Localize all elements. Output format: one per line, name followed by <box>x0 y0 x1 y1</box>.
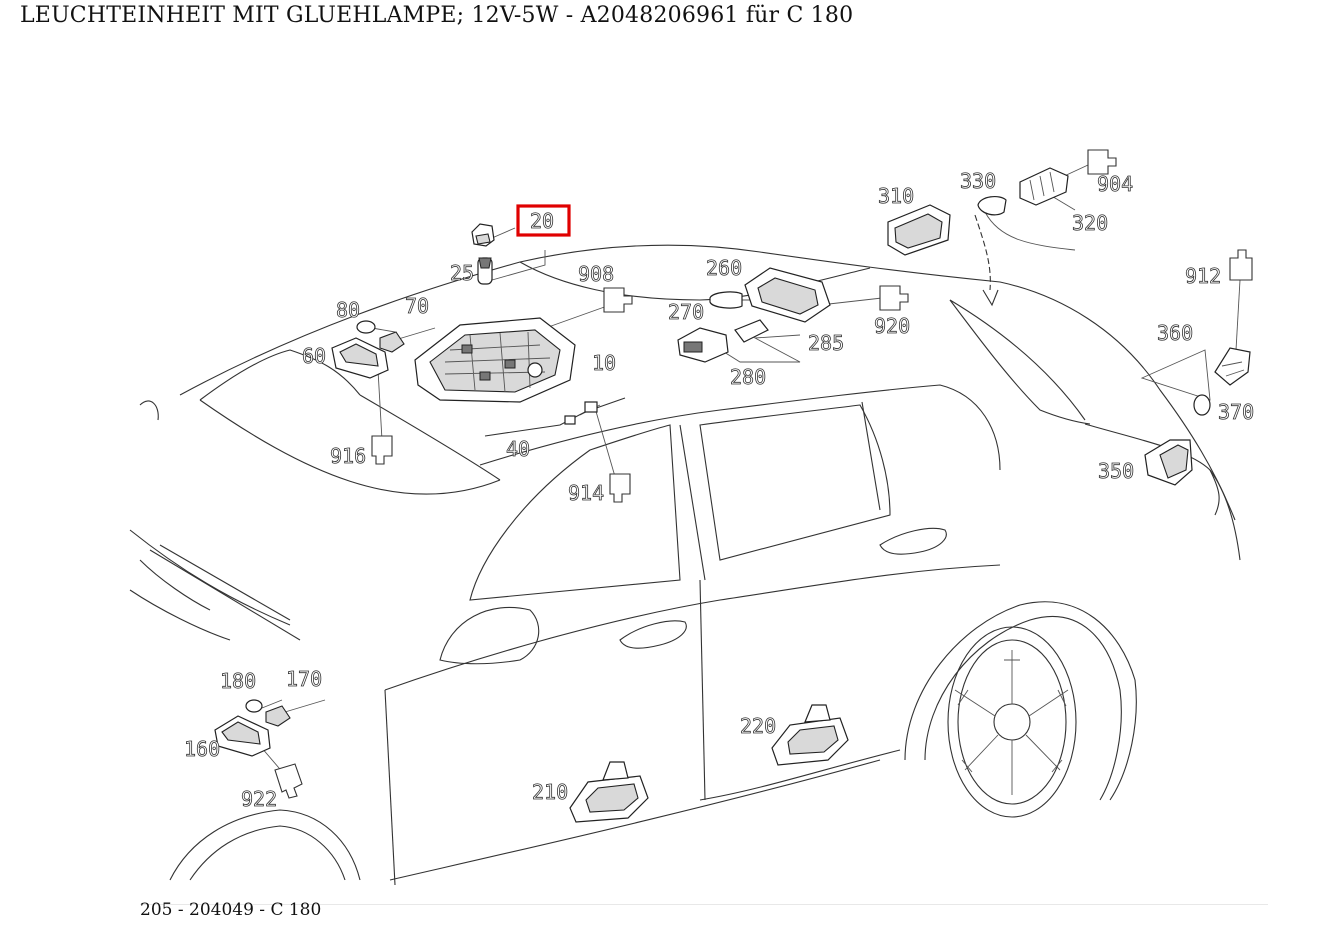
callout-310[interactable]: 310 <box>878 184 915 209</box>
callout-180[interactable]: 180 <box>220 669 257 694</box>
callout-labels: 20 25 80 70 60 908 10 916 40 914 260 270… <box>184 169 1255 812</box>
part-180-bulb-icon <box>245 699 263 713</box>
part-20-icon <box>471 223 495 247</box>
part-285-bulb-icon <box>734 319 769 343</box>
part-270-bulb-icon <box>709 291 743 309</box>
callout-914[interactable]: 914 <box>568 481 605 506</box>
connector-904-icon <box>1087 149 1117 175</box>
part-160-icon <box>214 715 271 757</box>
part-280-icon <box>677 327 729 363</box>
part-370-bulb-icon <box>1193 394 1211 416</box>
callout-920[interactable]: 920 <box>874 314 911 339</box>
part-350-icon <box>1144 439 1193 486</box>
connector-symbols <box>274 149 1253 799</box>
part-210-icon <box>569 761 649 823</box>
callout-20[interactable]: 20 <box>530 209 555 234</box>
callout-320[interactable]: 320 <box>1072 211 1109 236</box>
highlight-box <box>516 204 571 237</box>
connector-912-icon <box>1229 249 1253 281</box>
part-40-cable-icon <box>484 397 626 437</box>
callout-922[interactable]: 922 <box>241 787 278 812</box>
part-170-icon <box>265 705 291 727</box>
callout-170[interactable]: 170 <box>286 667 323 692</box>
callout-360[interactable]: 360 <box>1157 321 1194 346</box>
callout-70[interactable]: 70 <box>405 294 430 319</box>
part-320-icon <box>1019 167 1069 206</box>
part-260-icon <box>744 267 831 323</box>
callout-160[interactable]: 160 <box>184 737 221 762</box>
part-10-control-panel-icon <box>414 317 576 403</box>
part-220-icon <box>771 704 849 766</box>
callout-10[interactable]: 10 <box>592 351 617 376</box>
connector-920-icon <box>879 285 909 311</box>
callout-280[interactable]: 280 <box>730 365 767 390</box>
callout-25[interactable]: 25 <box>450 261 475 286</box>
connector-914-icon <box>609 473 631 503</box>
car-body-outline <box>129 244 1241 886</box>
callout-908[interactable]: 908 <box>578 262 615 287</box>
connector-916-icon <box>371 435 393 465</box>
callout-285[interactable]: 285 <box>808 331 845 356</box>
callout-330[interactable]: 330 <box>960 169 997 194</box>
callout-904[interactable]: 904 <box>1097 172 1134 197</box>
callout-60[interactable]: 60 <box>302 344 327 369</box>
part-330-bulb-icon <box>977 195 1007 216</box>
callout-270[interactable]: 270 <box>668 300 705 325</box>
part-360-icon <box>1214 347 1251 386</box>
callout-912[interactable]: 912 <box>1185 264 1222 289</box>
callout-370[interactable]: 370 <box>1218 400 1255 425</box>
part-25-bulb-icon <box>477 257 493 285</box>
footer-caption: 205 - 204049 - C 180 <box>140 900 322 920</box>
part-80-bulb-icon <box>356 320 376 334</box>
callout-350[interactable]: 350 <box>1098 459 1135 484</box>
page-title: LEUCHTEINHEIT MIT GLUEHLAMPE; 12V-5W - A… <box>20 3 854 28</box>
callout-220[interactable]: 220 <box>740 714 777 739</box>
callout-916[interactable]: 916 <box>330 444 367 469</box>
part-70-icon <box>379 331 405 353</box>
callout-40[interactable]: 40 <box>506 437 531 462</box>
part-60-icon <box>331 337 389 379</box>
connector-908-icon <box>603 287 633 313</box>
callout-210[interactable]: 210 <box>532 780 569 805</box>
connector-922-icon <box>274 763 303 799</box>
callout-80[interactable]: 80 <box>336 298 361 323</box>
footer-divider <box>140 904 1268 905</box>
callout-260[interactable]: 260 <box>706 256 743 281</box>
parts <box>214 167 1251 823</box>
part-310-icon <box>887 204 951 256</box>
